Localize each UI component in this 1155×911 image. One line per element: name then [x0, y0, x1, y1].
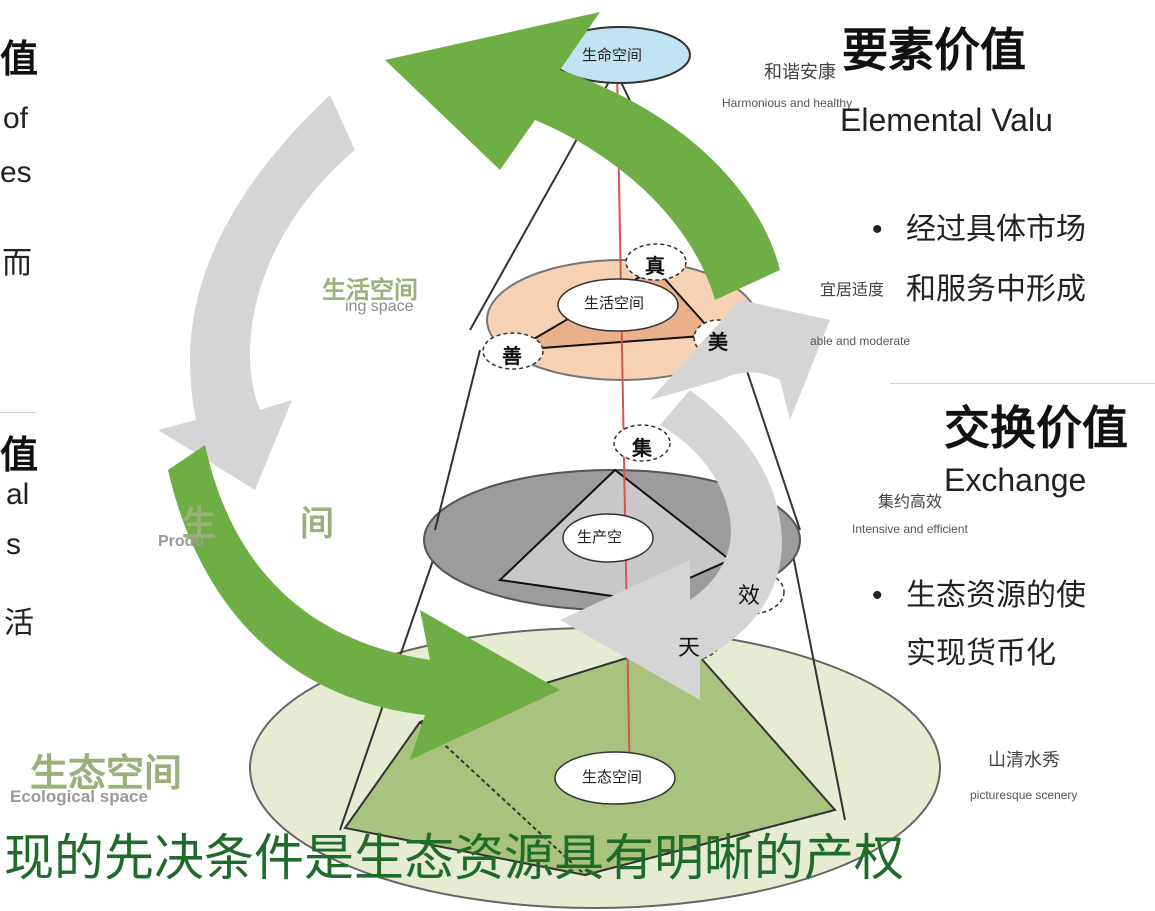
livable-cn: 宜居适度 — [820, 282, 885, 299]
virtue-mei: 美 — [708, 332, 728, 354]
production-space-title: 生 — [182, 505, 216, 543]
ecological-space-title: 生态空间 — [30, 753, 183, 795]
living-center-label: 生活空间 — [584, 295, 645, 312]
elemental-bullet-line2: 和服务中形成 — [906, 273, 1086, 306]
livable-en: able and moderate — [810, 334, 911, 348]
scenery-cn: 山清水秀 — [988, 750, 1060, 770]
left-text-1b: es — [0, 156, 32, 189]
living-space-title: 生活空间 — [322, 277, 418, 304]
virtue-shan: 善 — [502, 346, 522, 368]
ecological-center-label: 生态空间 — [582, 769, 643, 786]
top-node-label: 生命空间 — [582, 47, 643, 64]
left-text-2a: al — [6, 478, 30, 511]
scenery-en: picturesque scenery — [970, 788, 1078, 802]
left-text-2c: 活 — [4, 607, 34, 640]
intensive-en: Intensive and efficient — [852, 522, 968, 536]
left-text-1a: of — [3, 102, 29, 135]
elemental-bullet-marker: • — [872, 213, 883, 246]
left-text-1c: 而 — [2, 247, 32, 280]
production-space-en: Produ — [158, 533, 205, 550]
harmonious-en: Harmonious and healthy — [722, 96, 853, 110]
virtue-zhen: 真 — [645, 256, 665, 278]
exchange-bullet-line1: 生态资源的使 — [906, 579, 1086, 612]
gray-arrow-right — [650, 300, 830, 420]
production-space-title-tail: 间 — [300, 505, 334, 543]
gray-arrow-top — [158, 95, 355, 490]
harmonious-cn: 和谐安康 — [764, 62, 836, 82]
exchange-bullet-line2: 实现货币化 — [906, 637, 1056, 670]
ecological-space-en: Ecological space — [10, 787, 148, 806]
green-arrow-top — [385, 12, 780, 300]
elemental-value-subtitle: Elemental Valu — [840, 102, 1053, 138]
elemental-value-title: 要素价值 — [842, 24, 1026, 76]
left-title-1: 值 — [0, 39, 39, 81]
production-center-label: 生产空 — [577, 529, 623, 546]
left-title-2: 值 — [0, 435, 39, 477]
elemental-bullet-line1: 经过具体市场 — [906, 213, 1086, 246]
intensive-cn: 集约高效 — [878, 494, 943, 511]
exchange-value-title: 交换价值 — [944, 402, 1128, 454]
left-text-2b: s — [6, 528, 21, 561]
virtue-xiao: 效 — [738, 583, 761, 608]
green-arrow-bottom — [168, 445, 560, 760]
right-divider — [890, 383, 1155, 384]
left-divider — [0, 412, 36, 413]
bottom-statement: 现的先决条件是生态资源具有明晰的产权 — [4, 830, 904, 886]
exchange-value-subtitle: Exchange — [944, 462, 1087, 498]
living-space-en: ing space — [345, 298, 414, 315]
virtue-ji: 集 — [632, 438, 652, 460]
exchange-bullet-marker: • — [872, 579, 883, 612]
virtue-tian: 天 — [678, 635, 701, 660]
